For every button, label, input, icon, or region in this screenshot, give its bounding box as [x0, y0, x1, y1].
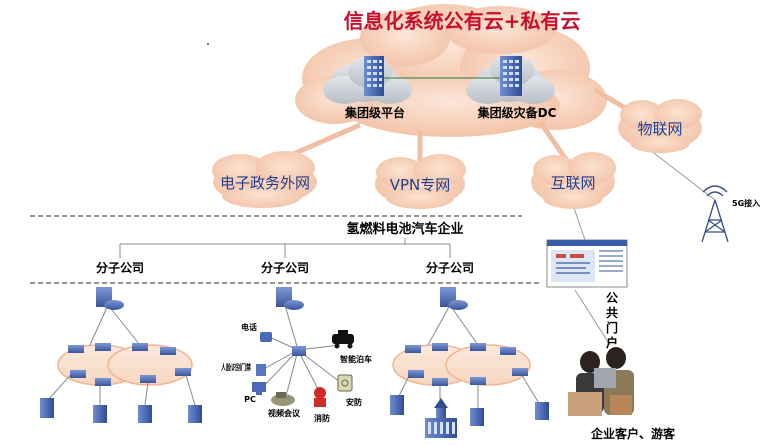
iot-network-label: 物联网: [637, 120, 682, 138]
group-platform-label: 集团级平台: [344, 105, 405, 120]
vpn-network-label: VPN专网: [390, 176, 451, 194]
security-icon: [337, 374, 353, 392]
phone-label: 电话: [241, 322, 257, 332]
video-conf-label: 视频会议: [268, 408, 301, 418]
stray-dot: [207, 43, 209, 45]
internet-cloud: [531, 152, 616, 209]
disaster-dc-label: 集团级灾备DC: [477, 105, 557, 120]
enterprise-label: 氢燃料电池汽车企业: [346, 221, 463, 237]
5g-access-label: 5G接入: [732, 198, 760, 208]
egov-network-label: 电子政务外网: [220, 174, 310, 192]
switch-icon: [292, 346, 306, 356]
branch-label-1: 分子公司: [96, 260, 144, 275]
switch-icon: [68, 343, 191, 386]
building-icon: [364, 56, 384, 96]
phone-icon: [260, 332, 272, 342]
building-icon: [500, 56, 522, 96]
server-icon: [390, 395, 549, 426]
core-switch-icon: [96, 287, 124, 310]
pc-icon: [252, 382, 266, 395]
core-switch-icon: [440, 287, 468, 310]
branch-label-3: 分子公司: [426, 260, 474, 275]
diagram-title: 信息化系统公有云+私有云: [344, 9, 581, 33]
egov-cloud: [212, 151, 317, 208]
face-gate-label: 人脸识别门禁: [221, 362, 251, 372]
core-switch-icon: [276, 287, 304, 310]
security-label: 安防: [346, 397, 362, 407]
cell-tower-icon: [701, 185, 729, 243]
smart-parking-label: 智能泊车: [340, 354, 372, 364]
portal-screenshot: [546, 239, 628, 288]
server-icon: [40, 398, 202, 423]
taxi-icon: [332, 330, 354, 349]
customers-label: 企业客户、游客: [590, 426, 676, 441]
branch-label-2: 分子公司: [261, 260, 309, 275]
vpn-cloud: [375, 154, 466, 209]
internet-network-label: 互联网: [550, 174, 595, 192]
face-gate-icon: [256, 364, 266, 376]
customers-illustration: [568, 347, 634, 416]
pc-label: PC: [244, 395, 256, 404]
iot-cloud: [618, 99, 702, 153]
video-conf-icon: [271, 392, 295, 406]
fire-icon: [314, 387, 326, 407]
org-tree-lines: [119, 238, 451, 258]
branch-network-3: [392, 304, 541, 410]
fire-label: 消防: [314, 413, 330, 423]
switch-icon: [405, 343, 528, 386]
portal-label: 公共门户: [606, 291, 618, 350]
government-building-icon: [425, 398, 457, 438]
